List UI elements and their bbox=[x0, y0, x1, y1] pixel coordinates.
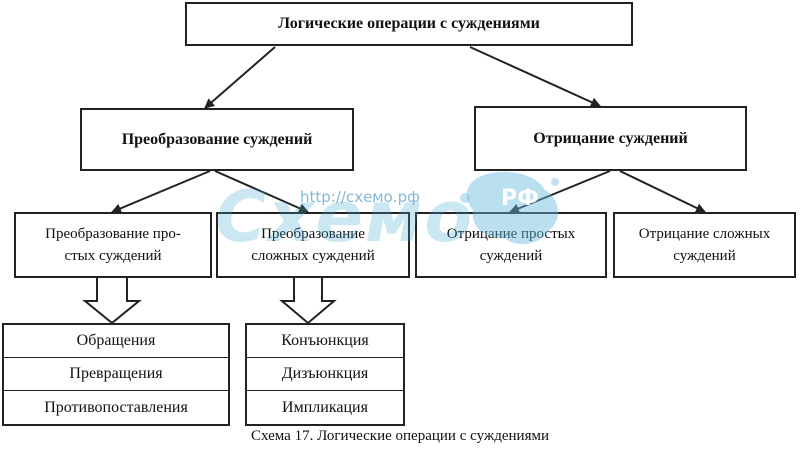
list-item: Импликация bbox=[247, 391, 403, 424]
arrow-root-to-negation bbox=[469, 46, 601, 107]
list-item: Конъюнкция bbox=[247, 325, 403, 358]
block-arrow-simple bbox=[82, 276, 142, 325]
arrow-root-to-transform bbox=[204, 46, 276, 109]
list-item: Обращения bbox=[4, 325, 228, 358]
op-disjunction: Дизъюнкция bbox=[281, 365, 369, 382]
negate-complex-node: Отрицание сложных суждений bbox=[613, 212, 796, 278]
list-item: Превращения bbox=[4, 358, 228, 391]
arrow-negation-to-complex bbox=[619, 170, 706, 213]
block-arrow-complex bbox=[279, 276, 337, 325]
simple-operations-list: Обращения Превращения Противопоставления bbox=[2, 323, 230, 426]
transform-complex-label: Преобразование сложных суждений bbox=[251, 226, 375, 264]
op-conversion: Обращения bbox=[76, 332, 156, 349]
op-implication: Импликация bbox=[282, 398, 368, 416]
negate-simple-node: Отрицание простых суждений bbox=[415, 212, 607, 278]
complex-operations-list: Конъюнкция Дизъюнкция Импликация bbox=[245, 323, 405, 426]
arrow-transform-to-complex bbox=[214, 170, 309, 213]
negate-simple-label: Отрицание простых суждений bbox=[446, 226, 576, 264]
list-item: Дизъюнкция bbox=[247, 358, 403, 391]
list-item: Противопоставления bbox=[4, 391, 228, 424]
op-contraposition: Противопоставления bbox=[44, 398, 188, 416]
arrow-transform-to-simple bbox=[111, 170, 211, 214]
op-conjunction: Конъюнкция bbox=[281, 332, 369, 349]
transform-label: Преобразование суждений bbox=[121, 130, 313, 148]
negate-complex-label: Отрицание сложных суждений bbox=[638, 226, 771, 264]
negation-node: Отрицание суждений bbox=[474, 106, 747, 171]
transform-simple-label: Преобразование про- стых суждений bbox=[45, 226, 181, 264]
transform-simple-node: Преобразование про- стых суждений bbox=[14, 212, 212, 278]
root-label: Логические операции с суждениями bbox=[278, 15, 540, 32]
op-obversion: Превращения bbox=[69, 365, 163, 382]
transform-complex-node: Преобразование сложных суждений bbox=[216, 212, 410, 278]
figure-caption: Схема 17. Логические операции с суждения… bbox=[251, 428, 549, 444]
root-node: Логические операции с суждениями bbox=[185, 2, 633, 46]
transform-node: Преобразование суждений bbox=[80, 108, 354, 171]
arrow-negation-to-simple bbox=[509, 170, 611, 214]
negation-label: Отрицание суждений bbox=[533, 129, 688, 147]
